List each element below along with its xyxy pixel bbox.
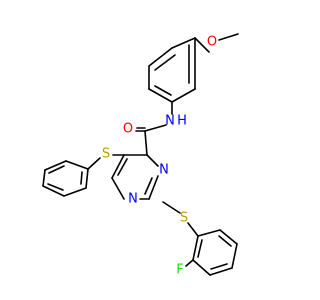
atom-label-carbonyl-oxygen: O xyxy=(123,122,133,137)
atom-labels: O N H O S N N S F xyxy=(102,35,217,278)
molecule-structure: O N H O S N N S F xyxy=(42,33,239,278)
atom-label-pyrimidine-n3: N xyxy=(159,163,169,178)
atom-label-oxygen-methoxy: O xyxy=(207,35,217,50)
atom-label-amide-hydrogen: H xyxy=(177,114,187,129)
atom-label-pyrimidine-n1: N xyxy=(128,192,138,207)
bond-layer xyxy=(42,33,239,276)
atom-label-amide-nitrogen: N xyxy=(165,114,175,129)
atom-label-sulfur-benzylthio: S xyxy=(180,211,188,226)
atom-label-fluorine: F xyxy=(176,263,183,278)
atom-label-sulfur-phenylthio: S xyxy=(102,147,110,162)
